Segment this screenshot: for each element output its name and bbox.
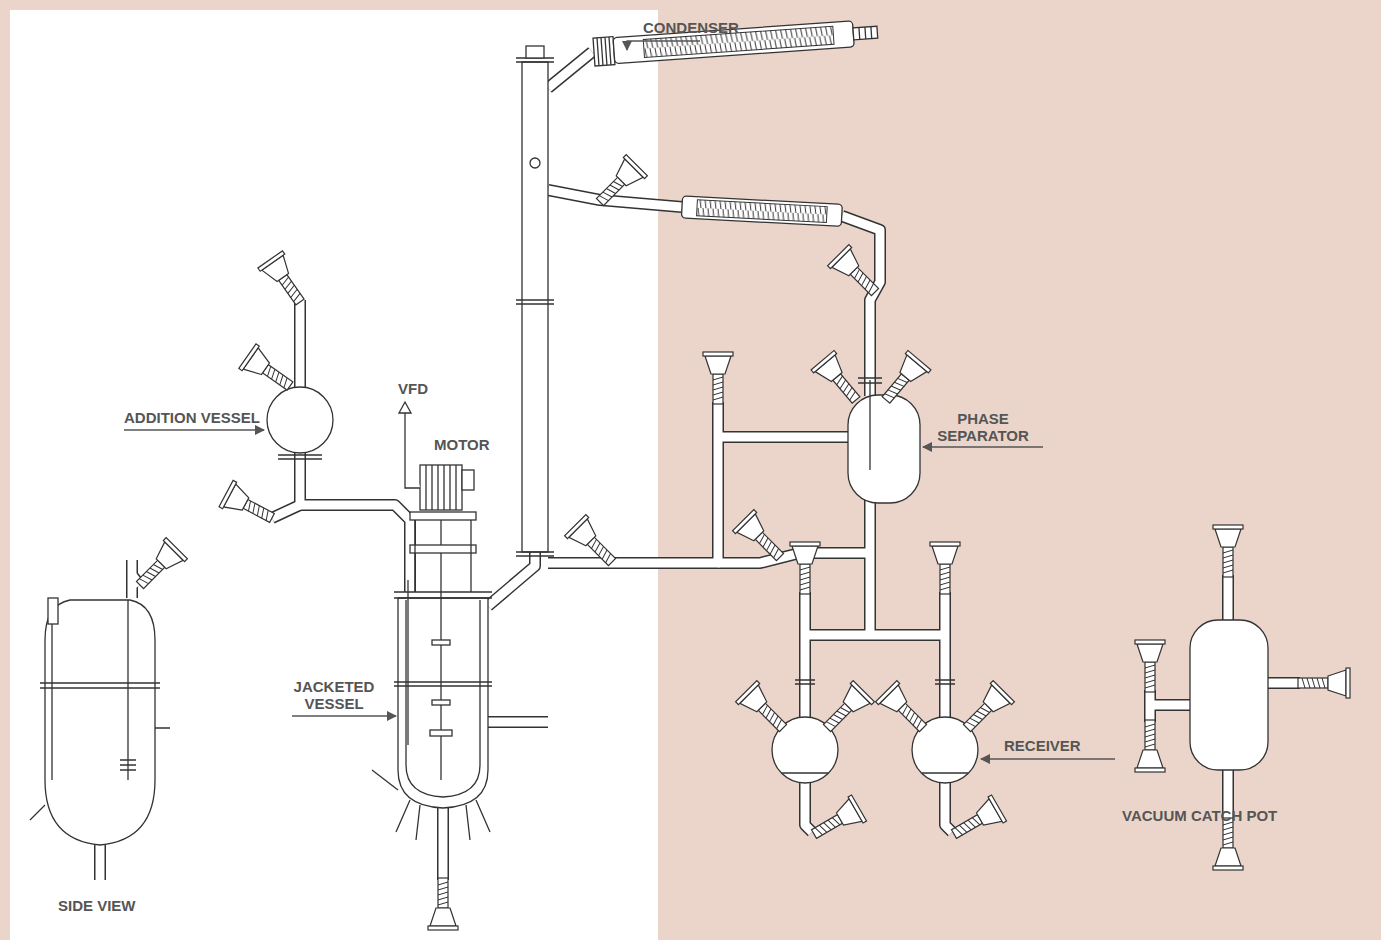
condenser [593, 18, 878, 66]
part-label: VFD [398, 380, 428, 397]
column [516, 46, 554, 556]
second-condenser [681, 196, 842, 226]
part-label: ADDITION VESSEL [124, 409, 260, 426]
part-label: PHASE SEPARATOR [922, 410, 1044, 444]
side-view-vessel [30, 598, 170, 845]
motor [399, 402, 476, 592]
part-label: CONDENSER [643, 19, 739, 36]
receivers [772, 680, 978, 783]
part-label: SIDE VIEW [58, 897, 136, 914]
pipework [100, 52, 1300, 880]
part-label: VACUUM CATCH POT [1122, 807, 1277, 824]
part-label: RECEIVER [1004, 737, 1081, 754]
valves [129, 155, 1350, 930]
part-label: MOTOR [434, 436, 490, 453]
addition-vessel [267, 387, 333, 459]
vacuum-catch-pot [1190, 620, 1268, 770]
part-label: JACKETED VESSEL [288, 678, 380, 712]
jacketed-vessel [372, 520, 492, 840]
leader-lines [124, 41, 1115, 759]
